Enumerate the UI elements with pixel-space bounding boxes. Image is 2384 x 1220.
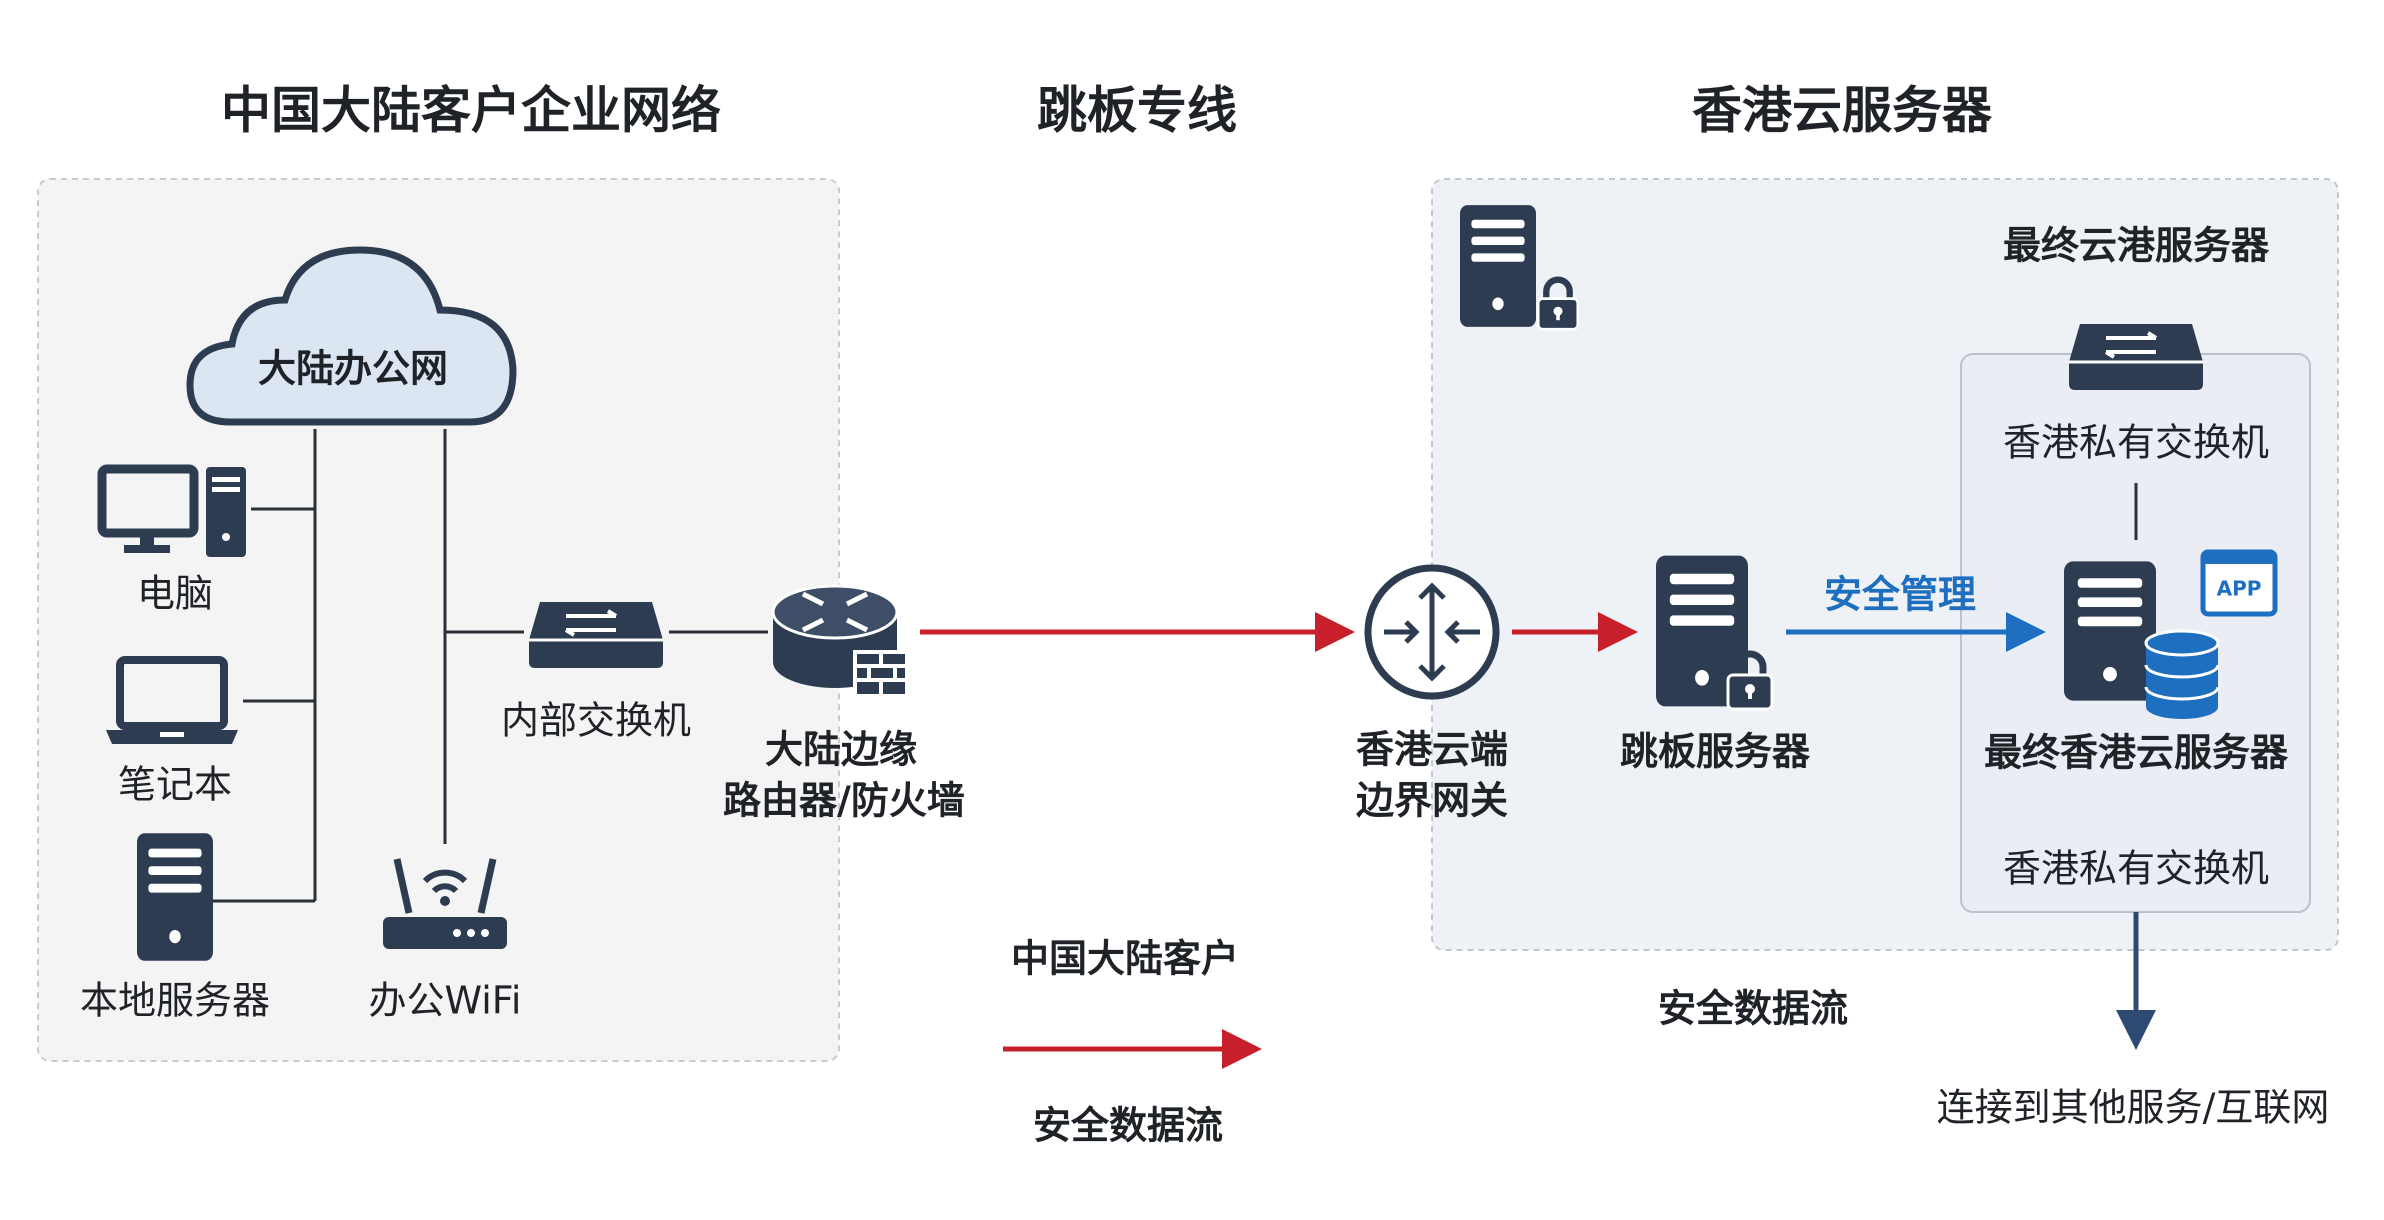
local-server-label: 本地服务器 <box>80 979 270 1023</box>
middle-section-title: 跳板专线 <box>1037 82 1237 140</box>
cloud-label: 大陆办公网 <box>258 347 448 391</box>
database-icon <box>2144 629 2220 719</box>
final-server-label: 最终香港云服务器 <box>1984 731 2289 775</box>
router-label-line1: 大陆边缘 <box>765 728 917 772</box>
data-flow-label: 安全数据流 <box>1658 987 1848 1031</box>
final-group-title: 最终云港服务器 <box>2003 224 2270 268</box>
pc-label: 电脑 <box>137 572 213 616</box>
hk-private-switch-icon <box>2067 322 2205 392</box>
internal-switch-icon <box>527 600 665 670</box>
right-section-title: 香港云服务器 <box>1692 82 1993 140</box>
legend-top-label: 中国大陆客户 <box>1011 937 1239 981</box>
hk-private-switch-label-top: 香港私有交换机 <box>2003 421 2269 465</box>
hk-private-switch-label-bottom: 香港私有交换机 <box>2003 847 2269 891</box>
final-server-icon <box>2064 561 2220 719</box>
app-badge-label: APP <box>2217 577 2262 601</box>
app-badge-icon <box>2200 549 2278 617</box>
gateway-label-line1: 香港云端 <box>1356 728 1508 772</box>
laptop-icon <box>106 656 238 744</box>
lan-connections <box>210 429 768 903</box>
legend-bottom-label: 安全数据流 <box>1033 1104 1223 1148</box>
router-firewall-icon <box>771 584 909 698</box>
jump-server-label: 跳板服务器 <box>1620 730 1811 774</box>
laptop-label: 笔记本 <box>118 763 232 807</box>
local-server-icon <box>137 833 213 961</box>
legend: 中国大陆客户 安全数据流 <box>1003 937 1262 1148</box>
router-label-line2: 路由器/防火墙 <box>723 779 965 823</box>
wifi-label: 办公WiFi <box>369 979 522 1023</box>
hk-gateway-icon <box>1364 564 1500 700</box>
left-section-title: 中国大陆客户企业网络 <box>221 82 721 140</box>
gateway-label-line2: 边界网关 <box>1356 779 1508 823</box>
wifi-router-icon <box>383 858 507 949</box>
outbound-label: 连接到其他服务/互联网 <box>1937 1086 2330 1130</box>
secure-management-label: 安全管理 <box>1824 573 1976 617</box>
desktop-pc-icon <box>97 464 246 557</box>
internal-switch-label: 内部交换机 <box>501 699 691 743</box>
cloud-icon <box>186 246 517 426</box>
